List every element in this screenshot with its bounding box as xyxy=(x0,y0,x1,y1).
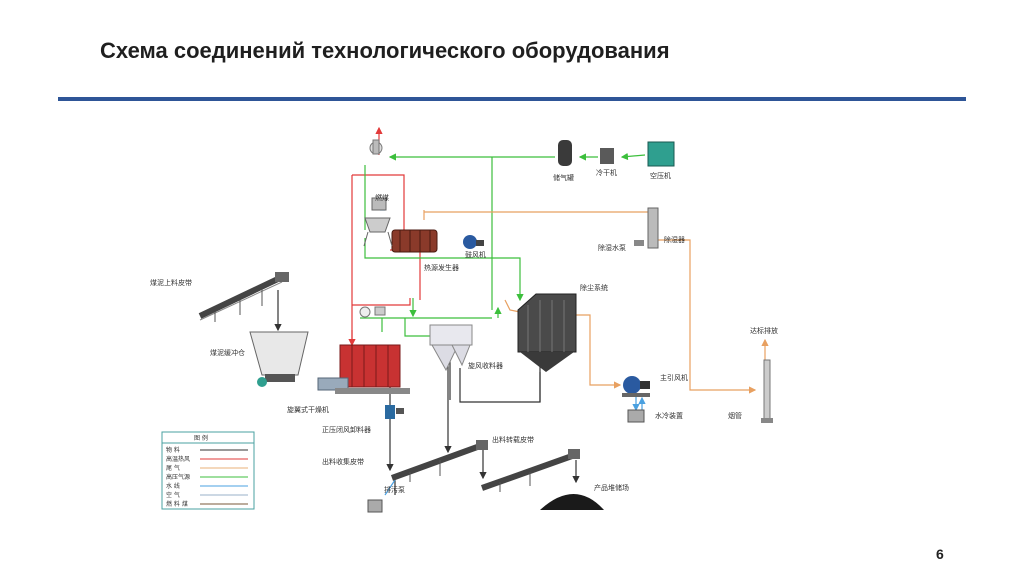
label-air-compressor: 空压机 xyxy=(650,171,671,180)
label-cyclone-collector: 旋风收料器 xyxy=(468,361,503,370)
label-blower: 鼓风机 xyxy=(465,250,486,259)
dust-system xyxy=(517,293,577,372)
material-lines xyxy=(274,290,580,495)
label-coal-slurry-belt: 煤泥上料皮带 xyxy=(150,278,192,287)
legend-label-material: 物 料 xyxy=(166,446,180,454)
output-collect-belt xyxy=(390,440,488,482)
storage-tank xyxy=(558,140,572,166)
chimney xyxy=(761,359,773,423)
label-output-collect-belt: 出料收集皮带 xyxy=(322,457,364,466)
coal-slurry-hopper xyxy=(249,331,309,387)
label-product-yard: 产品堆储场 xyxy=(594,483,629,492)
label-emission: 达标排放 xyxy=(750,326,778,335)
label-cold-dryer: 冷干机 xyxy=(596,168,617,177)
top-valve xyxy=(369,139,383,155)
label-dehumidifier: 除湿器 xyxy=(664,235,685,244)
page-number: 6 xyxy=(936,546,944,562)
heat-generator xyxy=(363,197,438,253)
label-heat-generator: 热源发生器 xyxy=(424,263,459,272)
label-dehumidifier-pump: 除湿水泵 xyxy=(598,243,626,252)
dehumidifier-pump xyxy=(634,240,644,246)
label-coal-slurry-hopper: 煤泥缓冲仓 xyxy=(210,348,245,357)
label-positive-pressure-feeder: 正压闭风卸料器 xyxy=(322,425,371,434)
label-sewage-pump: 排污泵 xyxy=(384,485,405,494)
sewage-pump xyxy=(367,499,383,513)
title-rule xyxy=(58,97,966,101)
legend-label-water: 水 线 xyxy=(166,482,180,490)
label-rotary-dryer: 旋翼式干燥机 xyxy=(287,405,329,414)
output-transfer-belt xyxy=(480,449,580,492)
cyclone-collector xyxy=(429,324,473,372)
legend: 图 例 物 料 高温热风 尾 气 高压气源 水 线 空 气 燃 料 煤 xyxy=(161,431,255,510)
label-main-fan: 主引风机 xyxy=(660,373,688,382)
cold-dryer xyxy=(600,148,614,164)
page-title: Схема соединений технологического оборуд… xyxy=(100,38,670,63)
legend-title: 图 例 xyxy=(194,434,208,442)
coal-slurry-belt xyxy=(198,272,289,322)
label-storage-tank: 储气罐 xyxy=(553,173,574,182)
positive-pressure-feeder xyxy=(385,405,404,419)
label-water-cooling: 水冷装置 xyxy=(655,411,683,420)
label-dust-system: 除尘系统 xyxy=(580,283,608,292)
label-fuel-coal: 燃煤 xyxy=(375,193,389,202)
dehumidifier xyxy=(647,207,659,249)
rotary-dryer xyxy=(317,344,410,394)
label-chimney: 烟管 xyxy=(728,411,742,420)
label-output-transfer-belt: 出料转载皮带 xyxy=(492,435,534,444)
legend-label-fuel: 燃 料 煤 xyxy=(166,500,188,508)
blower xyxy=(463,235,484,249)
legend-label-hot-air: 高温热风 xyxy=(166,455,190,463)
middle-valve xyxy=(359,306,386,318)
legend-label-air: 空 气 xyxy=(166,491,180,499)
product-pile xyxy=(540,494,604,510)
water-cooler xyxy=(627,409,645,423)
legend-label-exhaust: 尾 气 xyxy=(166,464,180,472)
main-fan xyxy=(622,376,650,397)
water-lines xyxy=(380,209,646,496)
exhaust-lines xyxy=(423,210,769,394)
air-compressor xyxy=(647,141,675,167)
legend-label-pressure-air: 高压气源 xyxy=(166,473,190,481)
